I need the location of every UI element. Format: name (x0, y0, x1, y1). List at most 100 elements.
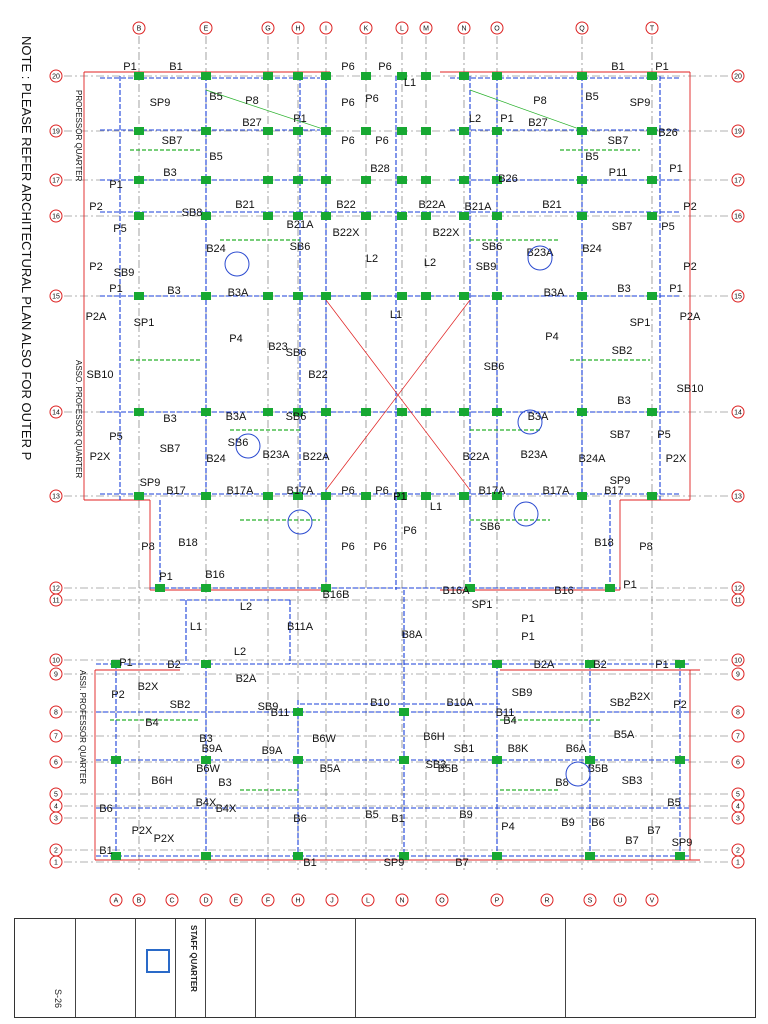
column (647, 212, 657, 220)
grid-bubble-row-right-8 (731, 705, 745, 719)
tb-notes (565, 919, 757, 1017)
grid-bubble-row-right-14 (731, 405, 745, 419)
sheet-number: S-26 (53, 989, 63, 1009)
beam-label: P8 (639, 541, 652, 553)
grid-bubble-B-text: B (137, 26, 142, 33)
beam-label: SB9 (476, 261, 497, 273)
column (134, 408, 144, 416)
beam-label: P2A (86, 311, 107, 323)
grid-bubble-row-right-20 (731, 69, 745, 83)
column (647, 176, 657, 184)
beam-label: P1 (521, 613, 534, 625)
void-cross (325, 299, 471, 491)
beam-label: P6 (341, 61, 354, 73)
grid-bubble-row-right-14-text: 14 (734, 410, 742, 417)
grid-bubble-bottom-V (645, 893, 659, 907)
beam-label: P2 (89, 261, 102, 273)
beam-label: B11A (287, 621, 314, 633)
column (421, 408, 431, 416)
column (675, 756, 685, 764)
beam-label: SB3 (622, 775, 643, 787)
beam-label: B5A (614, 729, 635, 741)
grid-bubble-row-12-text: 12 (52, 586, 60, 593)
column (111, 756, 121, 764)
beam-label: SB6 (484, 361, 505, 373)
column (263, 492, 273, 500)
column (459, 212, 469, 220)
beam-label: P8 (533, 95, 546, 107)
beam-label: B5 (667, 797, 680, 809)
beam-label: B11 (496, 707, 515, 719)
beam-label: B17A (227, 485, 255, 497)
beam-label: SB9 (114, 267, 135, 279)
column (321, 72, 331, 80)
beam-label: B28 (370, 163, 390, 175)
grid-bubble-row-right-11-text: 11 (734, 598, 741, 605)
grid-bubble-bottom-O-text: O (439, 898, 445, 905)
beam-label: SB6 (482, 241, 503, 253)
beam-label: P2X (154, 833, 175, 845)
grid-bubble-E-text: E (204, 26, 209, 33)
grid-bubble-row-8 (49, 705, 63, 719)
grid-bubble-row-17 (49, 173, 63, 187)
beam-label: B8 (555, 777, 568, 789)
column (201, 292, 211, 300)
beam-label: B27 (242, 117, 262, 129)
grid-bubble-bottom-L-text: L (366, 898, 370, 905)
column (492, 756, 502, 764)
beam-label: B8K (508, 743, 529, 755)
grid-bubble-M-text: M (423, 26, 429, 33)
column (647, 127, 657, 135)
wing-label: ASSI. PROFESSOR QUARTER (78, 670, 87, 784)
beam-label: P1 (623, 579, 636, 591)
column (397, 176, 407, 184)
beam-label: B3 (617, 395, 630, 407)
column (201, 852, 211, 860)
column (421, 72, 431, 80)
beam-label: SB10 (677, 383, 704, 395)
beam-label: P8 (141, 541, 154, 553)
grid-bubble-L-text: L (400, 26, 404, 33)
void-cross (205, 89, 327, 131)
beam-label: B22 (336, 199, 356, 211)
grid-bubble-O-text: O (494, 26, 500, 33)
beam-label: B5 (209, 91, 222, 103)
column (201, 72, 211, 80)
column (201, 756, 211, 764)
grid-bubble-bottom-S (583, 893, 597, 907)
column (459, 408, 469, 416)
beam-label: B6W (312, 733, 336, 745)
beam-label: B5A (320, 763, 341, 775)
beam-label: B9A (202, 743, 223, 755)
beam-label: SP9 (150, 97, 171, 109)
beam-label: B16 (554, 585, 574, 597)
beam-label: SB7 (160, 443, 181, 455)
column (577, 492, 587, 500)
beam-label: SP9 (672, 837, 693, 849)
grid-bubble-row-right-3 (731, 811, 745, 825)
column (293, 176, 303, 184)
beam-label: B23 (268, 341, 288, 353)
beam-label: SB6 (480, 521, 501, 533)
grid-bubble-row-right-19 (731, 124, 745, 138)
column (293, 852, 303, 860)
column (459, 292, 469, 300)
beam-label: B6W (196, 763, 220, 775)
grid-bubble-T (645, 21, 659, 35)
grid-bubble-row-right-5-text: 5 (736, 792, 740, 799)
beam-label: SP1 (134, 317, 155, 329)
grid-bubble-row-right-16-text: 16 (734, 214, 742, 221)
column (397, 72, 407, 80)
grid-bubble-E (199, 21, 213, 35)
column (459, 492, 469, 500)
beam-label: B17A (543, 485, 571, 497)
grid-bubble-bottom-S-text: S (588, 898, 593, 905)
grid-bubble-bottom-D (199, 893, 213, 907)
beam-label: B16B (323, 589, 350, 601)
grid-bubble-bottom-U-text: U (617, 898, 622, 905)
beam-label: B26 (498, 173, 518, 185)
grid-bubble-row-19-text: 19 (52, 129, 60, 136)
beam-label: P1 (109, 283, 122, 295)
grid-bubble-row-right-11 (731, 593, 745, 607)
column (321, 292, 331, 300)
